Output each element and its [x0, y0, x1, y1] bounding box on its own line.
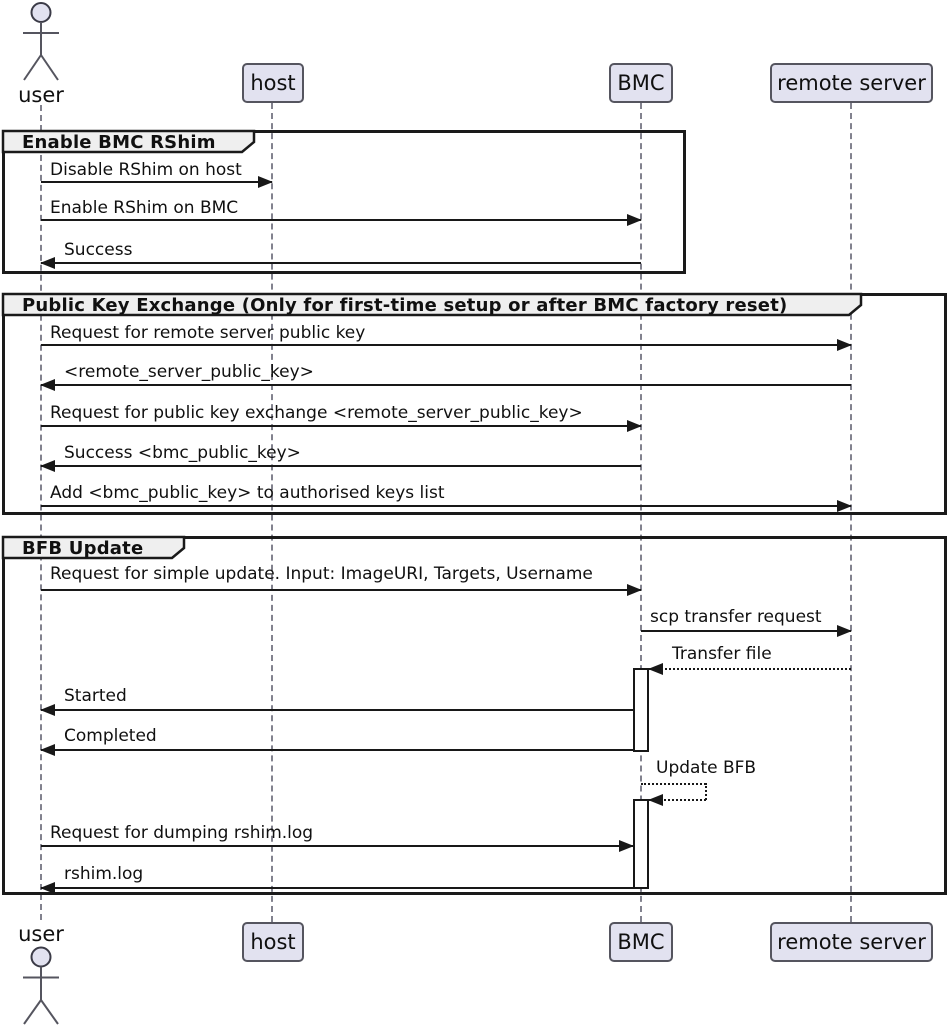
frame-enable-bmc-rshim: Enable BMC RShim [1, 129, 686, 274]
participant-user-top: user [18, 83, 64, 107]
arrowhead-left-icon [648, 663, 663, 675]
message-arrow-add-bmc-key [41, 500, 852, 512]
participant-bmc-top: BMC [609, 63, 673, 103]
participant-host-top: host [242, 63, 304, 103]
message-label-add-bmc-key: Add <bmc_public_key> to authorised keys … [50, 483, 445, 503]
arrowhead-left-icon [40, 460, 55, 472]
message-label-request-dump-rshim-log: Request for dumping rshim.log [50, 823, 314, 843]
arrowhead-right-icon [627, 420, 642, 432]
arrowhead-right-icon [837, 625, 852, 637]
message-label-update-bfb: Update BFB [656, 758, 757, 778]
arrowhead-right-icon [837, 500, 852, 512]
message-arrow-transfer-file [648, 663, 851, 675]
message-label-remote-server-public-key: <remote_server_public_key> [64, 362, 314, 382]
message-arrow-request-remote-key [41, 339, 852, 351]
activation-bar-bmc-update [633, 799, 649, 889]
self-message-update-bfb-side [705, 783, 707, 800]
arrowhead-right-icon [258, 176, 273, 188]
message-label-transfer-file: Transfer file [672, 644, 772, 664]
message-label-success-bmc-key: Success <bmc_public_key> [64, 443, 301, 463]
message-arrow-started [40, 704, 634, 716]
message-arrow-completed [40, 744, 634, 756]
message-label-disable-rshim: Disable RShim on host [50, 160, 242, 180]
message-label-completed: Completed [64, 726, 157, 746]
actor-icon [23, 2, 59, 81]
frame-title: Public Key Exchange (Only for first-time… [22, 295, 788, 316]
arrowhead-right-icon [627, 214, 642, 226]
message-label-started: Started [64, 686, 127, 706]
frame-tab-shape [1, 292, 863, 317]
actor-icon [23, 946, 59, 1025]
message-arrow-success [40, 257, 641, 269]
arrowhead-left-icon [40, 379, 55, 391]
activation-bar-bmc-transfer [633, 668, 649, 752]
message-arrow-request-dump-rshim-log [41, 840, 634, 852]
frame-tab-shape [1, 535, 186, 560]
message-arrow-success-bmc-key [40, 460, 641, 472]
arrowhead-right-icon [837, 339, 852, 351]
message-arrow-disable-rshim [41, 176, 273, 188]
message-arrow-remote-server-public-key [40, 379, 851, 391]
message-arrow-scp-transfer-request [641, 625, 852, 637]
frame-title: BFB Update [22, 538, 144, 559]
arrowhead-left-icon [648, 794, 663, 806]
frame-title: Enable BMC RShim [22, 132, 216, 153]
message-arrow-rshim-log [40, 882, 634, 894]
frame-tab-shape [1, 129, 256, 154]
message-label-request-simple-update: Request for simple update. Input: ImageU… [50, 564, 593, 584]
message-label-success: Success [64, 240, 133, 260]
frame-public-key-exchange: Public Key Exchange (Only for first-time… [1, 292, 947, 515]
message-label-scp-transfer-request: scp transfer request [650, 607, 822, 627]
frame-bfb-update: BFB Update [1, 535, 947, 895]
message-arrow-enable-rshim [41, 214, 642, 226]
arrowhead-left-icon [40, 704, 55, 716]
participant-user-bottom: user [18, 922, 64, 946]
arrowhead-left-icon [40, 744, 55, 756]
message-label-request-remote-key: Request for remote server public key [50, 323, 366, 343]
message-label-enable-rshim: Enable RShim on BMC [50, 198, 239, 218]
arrowhead-right-icon [619, 840, 634, 852]
message-label-rshim-log: rshim.log [64, 864, 144, 884]
arrowhead-left-icon [40, 257, 55, 269]
arrowhead-left-icon [40, 882, 55, 894]
self-message-update-bfb-top [641, 783, 706, 785]
participant-remote-server-bottom: remote server [770, 922, 933, 962]
participant-bmc-bottom: BMC [609, 922, 673, 962]
participant-remote-server-top: remote server [770, 63, 933, 103]
arrowhead-right-icon [627, 584, 642, 596]
message-arrow-request-simple-update [41, 584, 642, 596]
participant-host-bottom: host [242, 922, 304, 962]
message-label-request-key-exchange: Request for public key exchange <remote_… [50, 403, 583, 423]
message-arrow-request-key-exchange [41, 420, 642, 432]
self-message-update-bfb-return [648, 794, 706, 806]
